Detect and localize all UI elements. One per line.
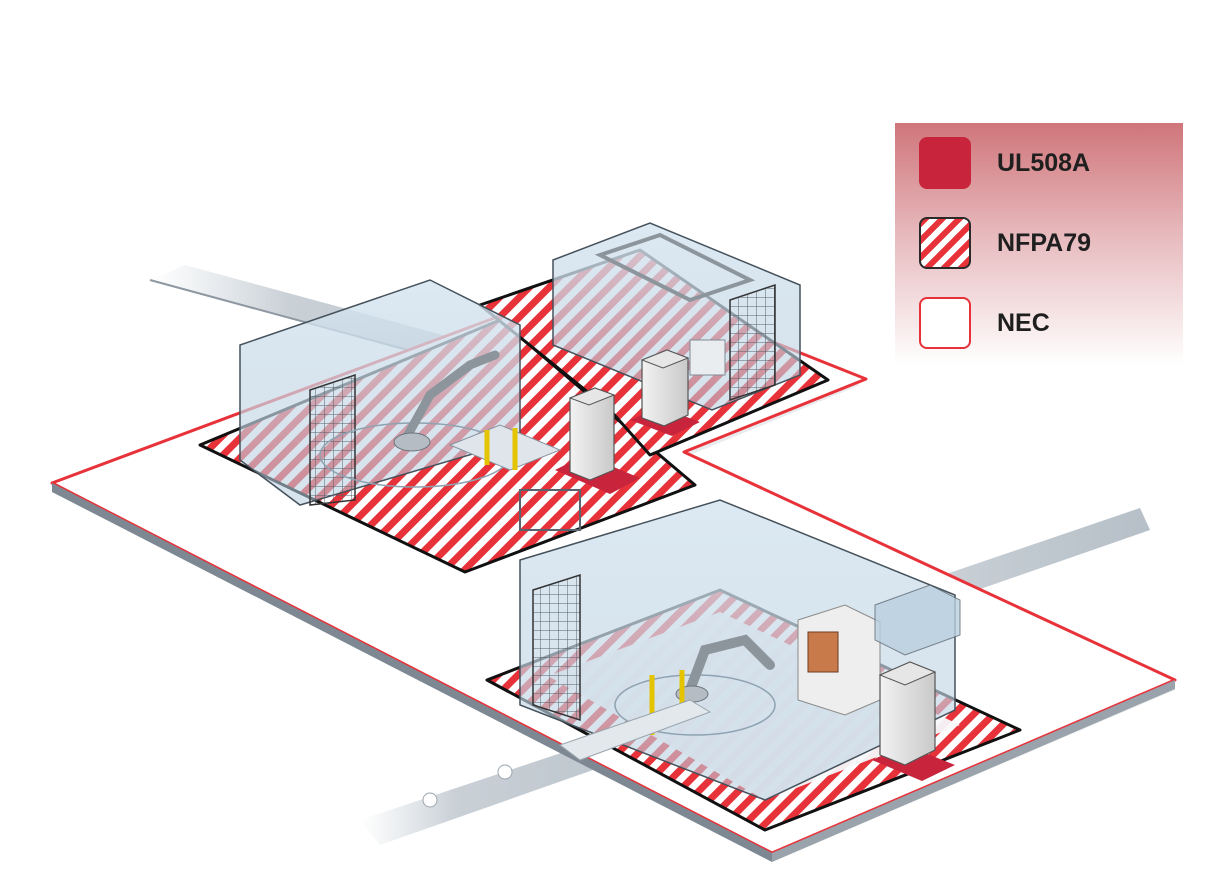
ul508a-cabinet-lower [872, 661, 955, 781]
legend-item-ul508a: UL508A [919, 135, 1090, 191]
robot-cell-upper-left [239, 279, 581, 531]
legend-item-nec: NEC [919, 295, 1050, 351]
nec-swatch [919, 297, 971, 349]
legend: UL508A NFPA79 NEC [895, 123, 1183, 365]
ul508a-cabinet-upper-right [630, 349, 700, 436]
ul508a-swatch [919, 137, 971, 189]
legend-label-nfpa79: NFPA79 [997, 228, 1092, 257]
ul508a-cabinet-upper-center [555, 387, 640, 494]
nfpa79-swatch [919, 217, 971, 269]
legend-label-nec: NEC [997, 308, 1050, 337]
robot-cell-upper-right [552, 222, 801, 411]
legend-item-nfpa79: NFPA79 [919, 215, 1091, 271]
robot-cell-lower [519, 499, 961, 801]
legend-label-ul508a: UL508A [997, 148, 1091, 177]
